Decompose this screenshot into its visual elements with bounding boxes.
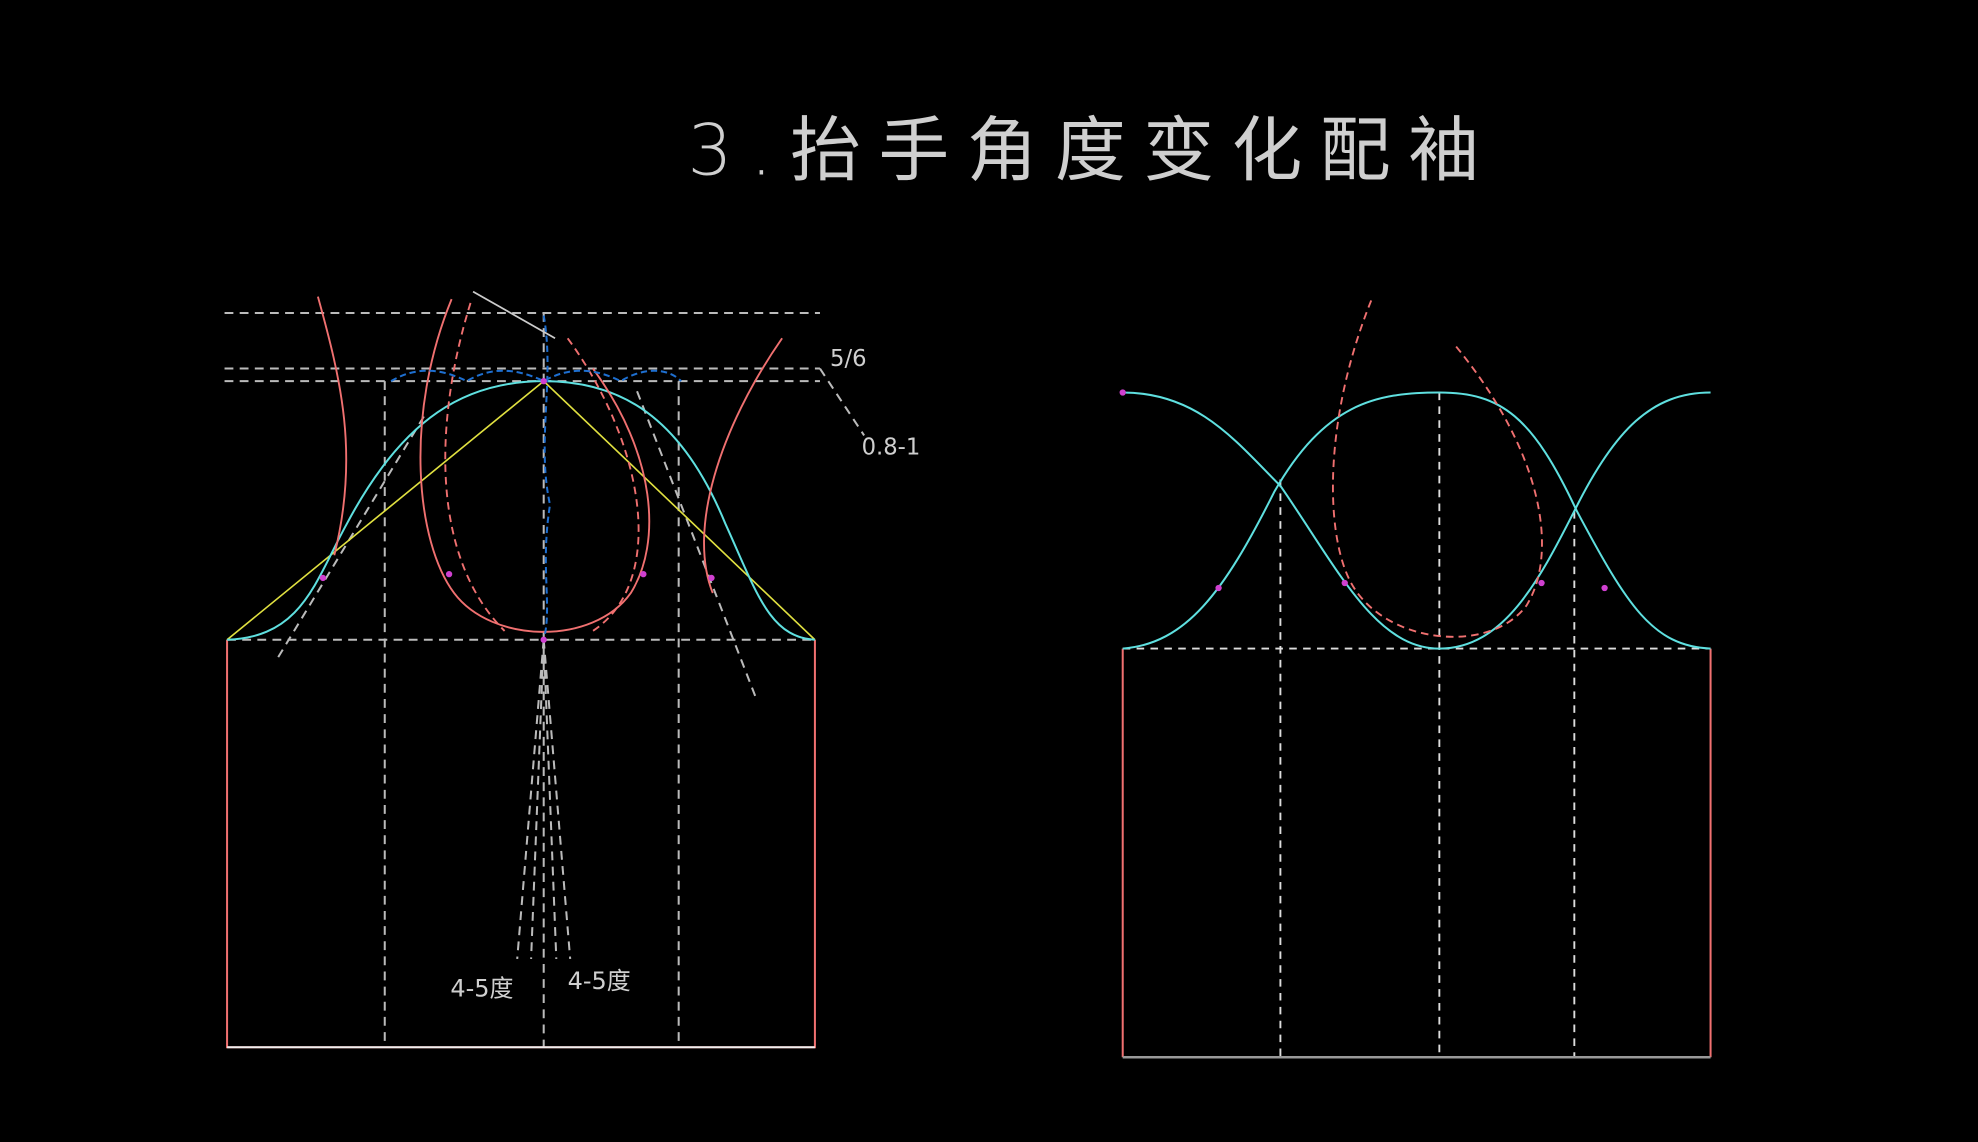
sleeve-body-outline <box>1121 648 1712 1058</box>
right-sleeve-diagram <box>1119 300 1712 1059</box>
sleeve-cap-curve <box>227 380 815 641</box>
left-sleeve-diagram: 5/6 0.8-1 4-5度 4-5度 <box>224 290 921 1049</box>
blue-guide-curve <box>390 315 682 641</box>
guide-lines <box>224 312 865 1048</box>
offset-label: 0.8-1 <box>862 434 921 460</box>
triangle-guide <box>226 380 816 641</box>
markers <box>319 377 715 643</box>
markers <box>1119 389 1608 592</box>
sleeve-body-outline <box>226 639 816 1049</box>
ratio-label: 5/6 <box>830 346 867 372</box>
angle-label-right: 4-5度 <box>568 967 631 995</box>
sleeve-cap-curves <box>1122 391 1711 650</box>
leader-line <box>472 290 556 340</box>
angle-label-left: 4-5度 <box>450 975 513 1003</box>
armhole-curves <box>1332 300 1543 638</box>
guide-lines <box>1122 392 1711 1058</box>
drawing-title: 3.抬手角度变化配袖 <box>688 108 1497 191</box>
armhole-curves <box>316 296 783 633</box>
